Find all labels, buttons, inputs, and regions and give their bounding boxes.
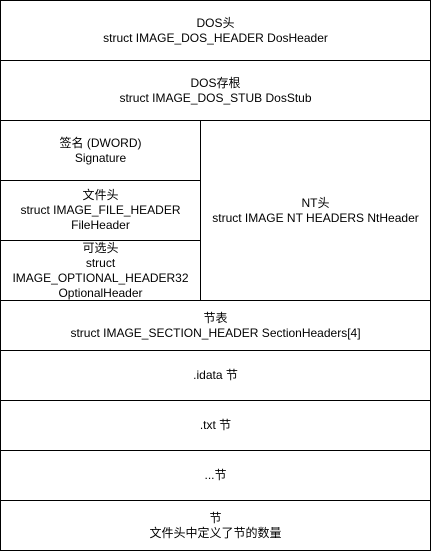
optional-header-type: IMAGE_OPTIONAL_HEADER32 [12, 270, 189, 285]
dos-stub-struct: struct IMAGE_DOS_STUB DosStub [119, 90, 312, 105]
file-header-struct: struct IMAGE_FILE_HEADER [20, 203, 181, 217]
nt-header-block: NT头 struct IMAGE NT HEADERS NtHeader [200, 120, 431, 301]
txt-section-block: .txt 节 [0, 400, 431, 451]
optional-header-block: 可选头 struct IMAGE_OPTIONAL_HEADER32 Optio… [0, 240, 201, 301]
optional-header-title: 可选头 [82, 240, 119, 255]
nt-header-struct: struct IMAGE NT HEADERS NtHeader [212, 210, 419, 225]
dos-stub-title: DOS存根 [190, 75, 241, 90]
file-header-name: FileHeader [71, 218, 130, 232]
file-header-title: 文件头 [82, 188, 119, 202]
section-table-title: 节表 [203, 310, 228, 325]
signature-name: Signature [74, 150, 127, 165]
idata-section-block: .idata 节 [0, 350, 431, 401]
signature-block: 签名 (DWORD) Signature [0, 120, 201, 181]
optional-header-name: OptionalHeader [58, 285, 143, 300]
section-note-title: 节 [209, 510, 222, 525]
section-table-block: 节表 struct IMAGE_SECTION_HEADER SectionHe… [0, 300, 431, 351]
more-sections-label: ...节 [204, 468, 227, 482]
signature-title: 签名 (DWORD) [59, 135, 142, 150]
more-sections-block: ...节 [0, 450, 431, 501]
dos-header-title: DOS头 [196, 15, 235, 30]
section-note-description: 文件头中定义了节的数量 [149, 525, 282, 540]
section-table-struct: struct IMAGE_SECTION_HEADER SectionHeade… [70, 325, 361, 340]
optional-header-struct-keyword: struct [85, 255, 116, 270]
idata-section-label: .idata 节 [193, 368, 238, 382]
nt-header-title: NT头 [301, 195, 330, 210]
txt-section-label: .txt 节 [199, 418, 232, 432]
dos-header-block: DOS头 struct IMAGE_DOS_HEADER DosHeader [0, 0, 431, 61]
file-header-block: 文件头 struct IMAGE_FILE_HEADER FileHeader [0, 180, 201, 241]
dos-stub-block: DOS存根 struct IMAGE_DOS_STUB DosStub [0, 60, 431, 121]
section-note-block: 节 文件头中定义了节的数量 [0, 500, 431, 551]
dos-header-struct: struct IMAGE_DOS_HEADER DosHeader [103, 30, 328, 45]
